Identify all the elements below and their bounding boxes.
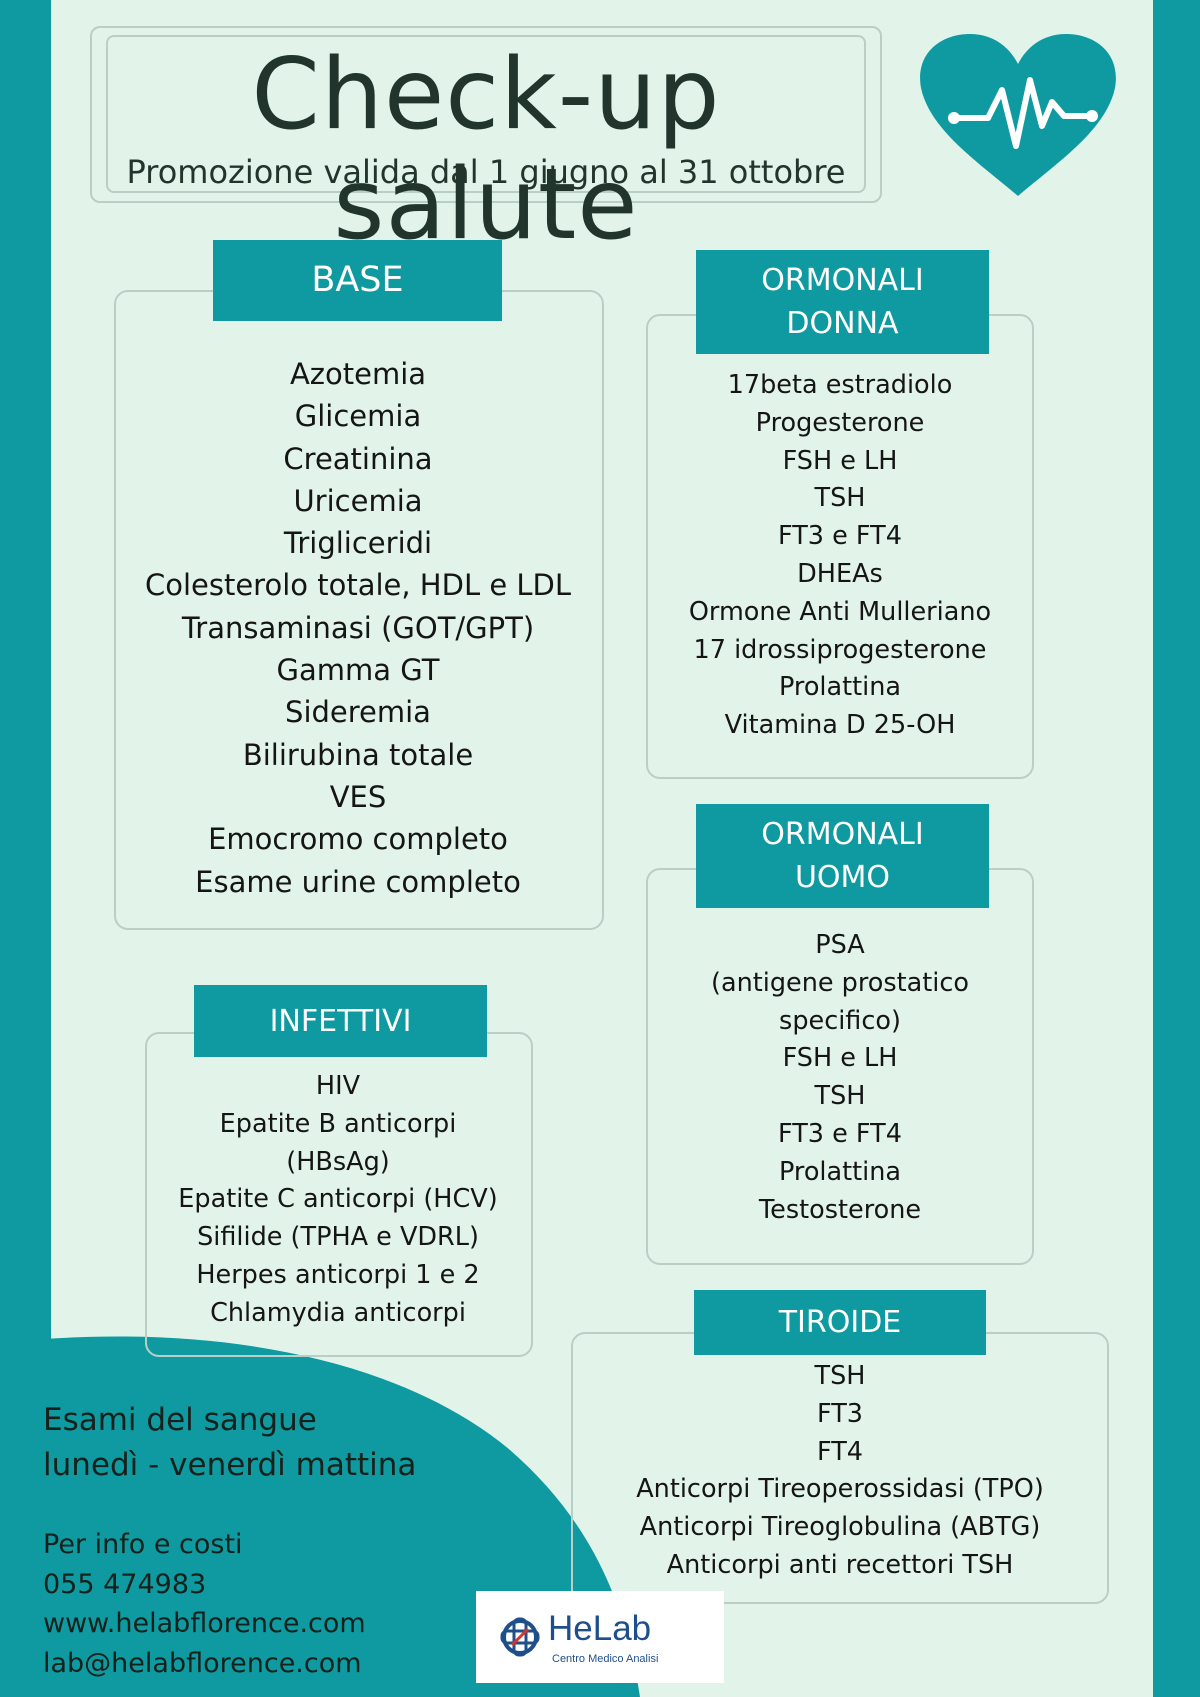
list-item: Prolattina [778, 1156, 902, 1187]
logo-name: HeLab [548, 1609, 652, 1648]
right-border-stripe [1153, 0, 1200, 1697]
list-item: Vitamina D 25-OH [724, 710, 956, 741]
phone-number[interactable]: 055 474983 [43, 1568, 207, 1600]
contact-info: Esami del sangue lunedì - venerdì mattin… [43, 1398, 416, 1683]
ormonali-uomo-section-heading: ORMONALI UOMO [696, 804, 989, 908]
opening-days: lunedì - venerdì mattina [43, 1447, 417, 1483]
website-link[interactable]: www.helabflorence.com [43, 1608, 366, 1639]
ormonali-donna-section-heading: ORMONALI DONNA [696, 250, 989, 354]
list-item: Creatinina [283, 441, 433, 476]
list-item: Gamma GT [276, 653, 440, 688]
list-item: Colesterolo totale, HDL e LDL [144, 568, 572, 603]
list-item: Progesterone [755, 407, 925, 438]
list-item: Sifilide (TPHA e VDRL) [197, 1222, 479, 1253]
helab-logo-icon [500, 1617, 540, 1657]
list-item: Azotemia [289, 357, 427, 391]
list-item: Epatite B anticorpi [219, 1108, 457, 1139]
email-link[interactable]: lab@helabflorence.com [43, 1647, 362, 1679]
list-item: 17beta estradiolo [727, 370, 953, 400]
list-item: (HBsAg) [286, 1146, 390, 1177]
list-item: Transaminasi (GOT/GPT) [181, 610, 535, 645]
list-item: Esame urine completo [195, 864, 521, 899]
list-item: Glicemia [294, 399, 422, 434]
infettivi-exam-list: HIV Epatite B anticorpi (HBsAg) Epatite … [145, 1068, 531, 1333]
info-label: Per info e costi [43, 1529, 243, 1560]
list-item: Emocromo completo [208, 822, 508, 857]
list-item: FT3 e FT4 [778, 1118, 902, 1149]
tiroide-section-heading: TIROIDE [694, 1290, 986, 1355]
list-item: FSH e LH [782, 445, 898, 476]
list-item: Chlamydia anticorpi [210, 1297, 466, 1328]
list-item: Prolattina [778, 672, 902, 703]
list-item: specifico) [779, 1005, 901, 1036]
heart-pulse-icon [920, 34, 1116, 196]
list-item: Ormone Anti Mulleriano [688, 596, 992, 627]
list-item: DHEAs [797, 558, 883, 589]
list-item: HIV [315, 1071, 361, 1101]
page-title: Check-up salute [251, 38, 721, 262]
logo-tagline: Centro Medico Analisi [552, 1653, 659, 1665]
list-item: Anticorpi Tireoperossidasi (TPO) [636, 1474, 1044, 1505]
ormonali-uomo-exam-list: PSA (antigene prostatico specifico) FSH … [646, 927, 1034, 1229]
title-frame [90, 26, 882, 203]
promo-validity: Promozione valida dal 1 giugno al 31 ott… [126, 153, 846, 191]
list-item: TSH [814, 483, 866, 514]
base-exam-list: Azotemia Glicemia Creatinina Uricemia Tr… [112, 353, 604, 903]
list-item: Anticorpi anti recettori TSH [666, 1549, 1014, 1580]
list-item: TSH [814, 1361, 866, 1391]
helab-logo: HeLab Centro Medico Analisi [476, 1591, 724, 1683]
blood-tests-label: Esami del sangue [43, 1402, 317, 1438]
list-item: Uricemia [293, 483, 423, 518]
list-item: Herpes anticorpi 1 e 2 [196, 1259, 480, 1290]
list-item: FT4 [816, 1436, 864, 1467]
list-item: Bilirubina totale [242, 737, 474, 772]
title-inner-frame [106, 35, 866, 193]
list-item: (antigene prostatico [711, 967, 969, 998]
list-item: 17 idrossiprogesterone [693, 634, 987, 665]
list-item: Testosterone [758, 1194, 922, 1225]
infettivi-section-heading: INFETTIVI [194, 985, 487, 1057]
ormonali-donna-exam-list: 17beta estradiolo Progesterone FSH e LH … [646, 367, 1034, 745]
base-section-heading: BASE [213, 240, 502, 321]
list-item: FT3 e FT4 [778, 521, 902, 552]
list-item: Trigliceridi [283, 526, 433, 561]
list-item: Anticorpi Tireoglobulina (ABTG) [639, 1512, 1041, 1543]
list-item: Sideremia [285, 695, 431, 730]
list-item: TSH [814, 1081, 866, 1112]
list-item: FSH e LH [782, 1043, 898, 1074]
list-item: FT3 [816, 1398, 864, 1429]
tiroide-exam-list: TSH FT3 FT4 Anticorpi Tireoperossidasi (… [571, 1358, 1109, 1585]
list-item: VES [329, 779, 387, 814]
list-item: Epatite C anticorpi (HCV) [178, 1184, 498, 1215]
list-item: PSA [815, 930, 865, 960]
